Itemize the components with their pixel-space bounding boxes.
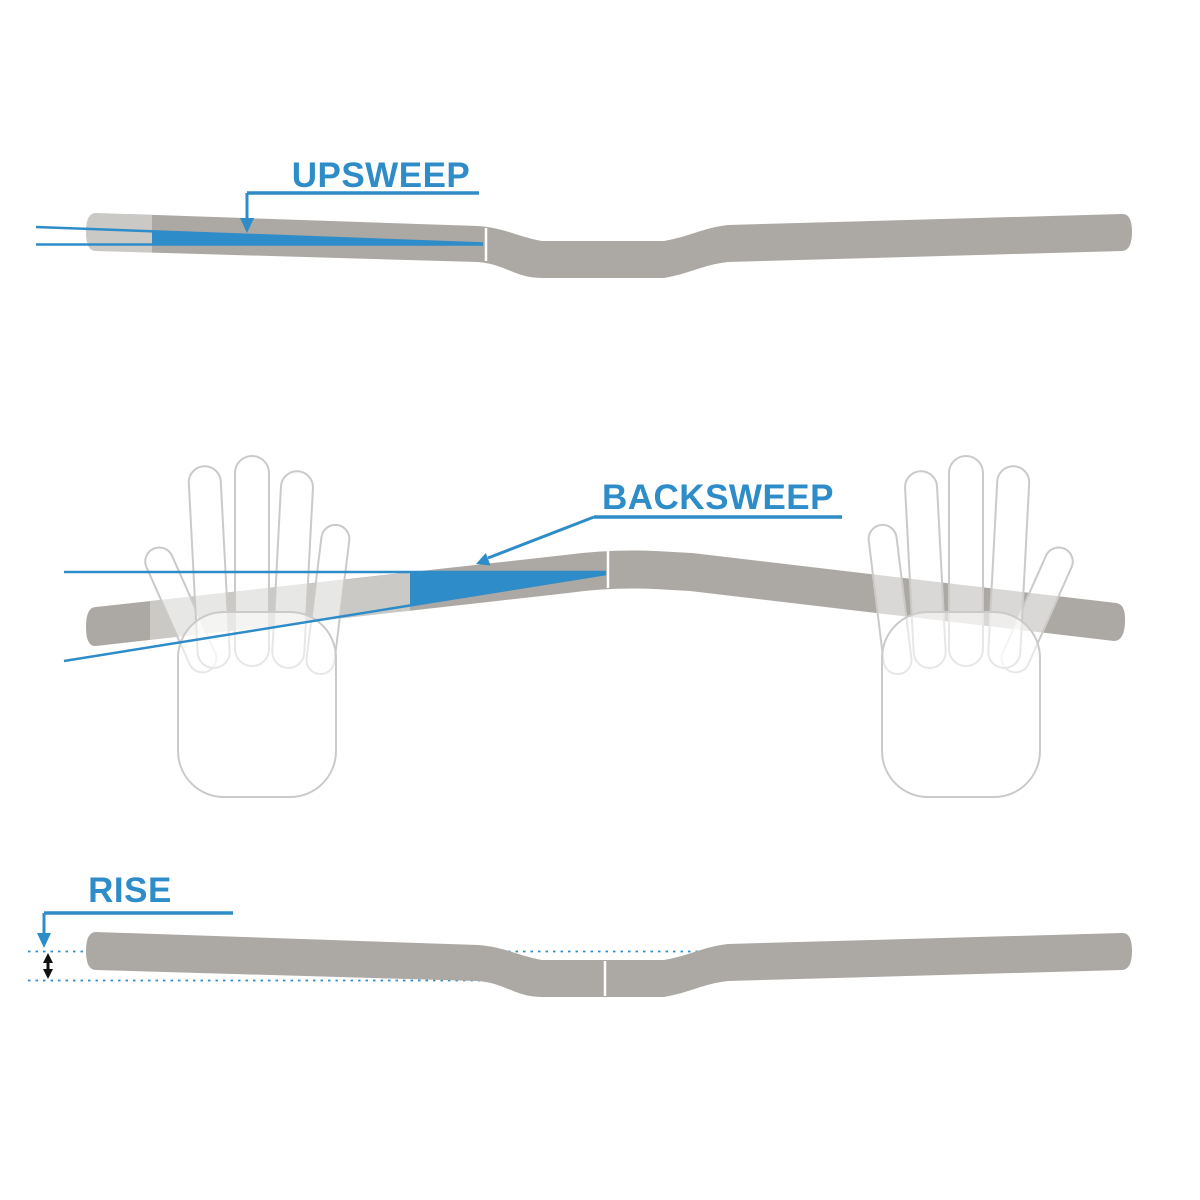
handlebar-front-view (86, 932, 1132, 997)
rise-label: RISE (88, 871, 172, 910)
upsweep-down-arrow-icon (240, 218, 254, 233)
upsweep-label: UPSWEEP (292, 156, 471, 195)
left-hand (139, 455, 352, 798)
upsweep-axis-line (35, 225, 484, 245)
backsweep-diagram: BACKSWEEP (63, 455, 1126, 798)
rise-measure-down-arrow-icon (43, 969, 53, 979)
rise-diagram: RISE (28, 871, 1132, 997)
backsweep-leader-line (487, 515, 595, 560)
handlebar-top-view (86, 550, 1126, 647)
backsweep-axis-line (63, 572, 607, 663)
grip-highlight (86, 213, 152, 253)
backsweep-label: BACKSWEEP (602, 478, 834, 517)
backsweep-arrow-icon (476, 553, 491, 566)
right-hand (866, 455, 1079, 798)
rise-down-arrow-icon (37, 933, 51, 948)
upsweep-diagram: UPSWEEP (35, 156, 1132, 278)
rise-measure-up-arrow-icon (43, 953, 53, 963)
